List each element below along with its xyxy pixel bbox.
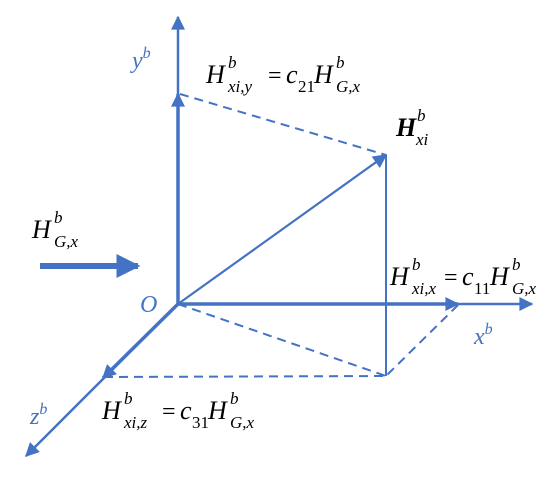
z-component-arrow <box>101 302 180 380</box>
svg-text:=: = <box>268 63 282 89</box>
svg-text:b: b <box>412 255 421 274</box>
svg-text:xi,z: xi,z <box>123 413 148 432</box>
svg-text:=: = <box>444 265 458 291</box>
y-component-equation: H b xi,y = c 21 H b G,x <box>205 53 361 96</box>
resultant-vector-label: H b xi <box>395 106 429 149</box>
svg-text:21: 21 <box>298 77 315 96</box>
svg-text:b: b <box>417 106 426 125</box>
origin-label: O <box>140 292 157 318</box>
dashed-guides <box>103 93 459 378</box>
svg-text:xi,y: xi,y <box>227 77 253 96</box>
svg-text:xi: xi <box>415 130 429 149</box>
x-component-equation: H b xi,x = c 11 H b G,x <box>389 255 537 298</box>
svg-text:c: c <box>286 60 298 89</box>
svg-text:11: 11 <box>474 279 490 298</box>
y-axis-label: yb <box>130 45 151 74</box>
z-component-equation: H b xi,z = c 31 H b G,x <box>101 389 255 432</box>
svg-text:H: H <box>207 396 228 425</box>
x-axis-label: xb <box>473 321 493 350</box>
dashed-origin-to-base <box>177 303 387 377</box>
resultant-vector-arrow <box>177 154 388 305</box>
svg-text:H: H <box>313 60 334 89</box>
svg-text:c: c <box>462 262 474 291</box>
svg-text:b: b <box>124 389 133 408</box>
svg-text:H: H <box>489 262 510 291</box>
svg-text:H: H <box>101 396 122 425</box>
svg-text:31: 31 <box>192 413 209 432</box>
svg-text:b: b <box>336 53 345 72</box>
svg-text:G,x: G,x <box>230 413 255 432</box>
svg-text:xi,x: xi,x <box>411 279 437 298</box>
field-input-label: H b G,x <box>31 208 79 251</box>
svg-text:H: H <box>205 60 226 89</box>
z-axis-label: zb <box>29 401 47 430</box>
svg-text:b: b <box>54 208 63 227</box>
svg-text:G,x: G,x <box>336 77 361 96</box>
dashed-x-to-base <box>385 304 459 377</box>
svg-text:H: H <box>389 262 410 291</box>
svg-text:G,x: G,x <box>512 279 537 298</box>
svg-text:b: b <box>228 53 237 72</box>
dashed-y-to-tip <box>179 93 387 156</box>
svg-text:b: b <box>512 255 521 274</box>
svg-text:H: H <box>395 113 417 142</box>
svg-text:H: H <box>31 215 52 244</box>
svg-text:=: = <box>162 399 176 425</box>
dashed-z-to-base <box>103 375 387 378</box>
svg-text:c: c <box>180 396 192 425</box>
svg-text:G,x: G,x <box>54 232 79 251</box>
svg-text:b: b <box>230 389 239 408</box>
